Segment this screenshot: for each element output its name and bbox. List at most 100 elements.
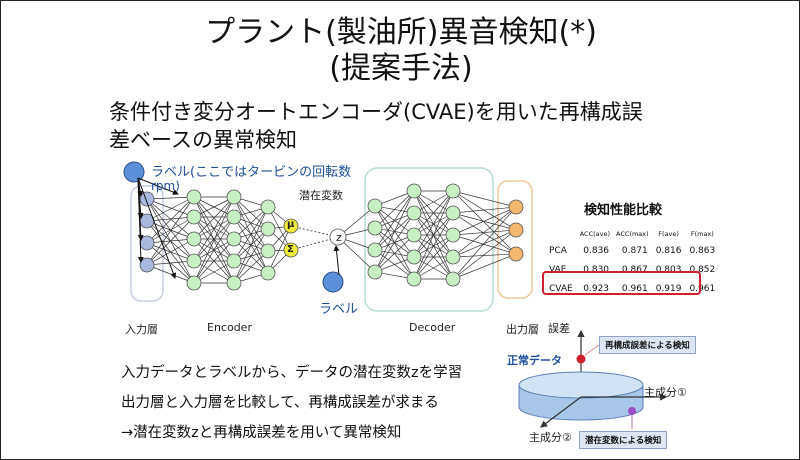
encoder-node bbox=[260, 265, 276, 281]
network-edge bbox=[146, 196, 195, 200]
network-edge bbox=[146, 260, 195, 266]
input-layer-label: 入力層 bbox=[125, 323, 158, 336]
network-edge bbox=[146, 216, 195, 244]
output-node bbox=[508, 199, 524, 215]
network-edge bbox=[452, 190, 517, 208]
z-node bbox=[329, 228, 347, 246]
network-edge bbox=[193, 196, 235, 240]
network-edge bbox=[413, 212, 454, 280]
latent-space-plot bbox=[518, 329, 668, 429]
network-edge bbox=[452, 206, 517, 258]
decoder-node bbox=[406, 205, 422, 221]
input-node bbox=[139, 257, 155, 273]
network-edge bbox=[452, 190, 517, 255]
label-arrow bbox=[137, 177, 177, 279]
explanation-line-3: →潜在変数zと再構成誤差を用いて異常検知 bbox=[121, 425, 402, 441]
label-arrow bbox=[137, 177, 179, 195]
table-cell: 0.961 bbox=[621, 283, 648, 294]
network-edge bbox=[146, 196, 195, 244]
network-edge bbox=[413, 190, 454, 280]
bullet-line-2: 差ベースの異常検知 bbox=[109, 128, 297, 152]
network-edge bbox=[413, 190, 454, 214]
latent-title: 潜在変数 bbox=[299, 189, 343, 202]
comparison-title: 検知性能比較 bbox=[584, 203, 663, 218]
network-edge bbox=[146, 216, 195, 266]
encoder-node bbox=[186, 253, 202, 269]
network-edge bbox=[267, 225, 292, 274]
label-node-top bbox=[123, 161, 145, 183]
output-node bbox=[508, 246, 524, 262]
network-edge bbox=[146, 196, 195, 222]
column-header: ACC(ave) bbox=[579, 230, 611, 238]
network-edge bbox=[233, 196, 269, 252]
label-top-line2: rpm) bbox=[151, 179, 180, 193]
column-header: ACC(max) bbox=[616, 230, 649, 238]
encoder-node bbox=[226, 209, 242, 225]
slide-subtitle: (提案手法) bbox=[329, 51, 473, 86]
table-cell: 0.830 bbox=[583, 264, 610, 275]
network-edge bbox=[233, 206, 269, 262]
encoder-node bbox=[260, 199, 276, 215]
comparison-table: ACC(ave) ACC(max) F(ave) F(max) PCA 0.83… bbox=[549, 227, 719, 298]
encoder-node bbox=[226, 231, 242, 247]
encoder-node bbox=[186, 275, 202, 291]
encoder-node bbox=[186, 189, 202, 205]
network-edge bbox=[452, 253, 517, 280]
sigma-symbol: Σ bbox=[287, 244, 294, 255]
decoder-label: Decoder bbox=[409, 321, 456, 334]
encoder-node bbox=[226, 189, 242, 205]
table-cell: 0.867 bbox=[621, 264, 648, 275]
network-edge bbox=[452, 229, 517, 236]
label-top-line1: ラベル(ここではタービンの回転数 bbox=[151, 165, 352, 180]
column-header: F(max) bbox=[690, 230, 714, 238]
network-edge bbox=[413, 190, 454, 258]
network-edge bbox=[233, 228, 269, 284]
normal-data-cylinder-top bbox=[518, 371, 644, 399]
pc2-axis bbox=[540, 396, 582, 428]
recon-error-detection-label: 再構成誤差による検知 bbox=[599, 336, 696, 354]
network-edge bbox=[374, 190, 415, 251]
network-edge bbox=[146, 196, 195, 266]
encoder-node bbox=[260, 243, 276, 259]
recon-error-anomaly-point bbox=[576, 354, 586, 364]
cvae-network-diagram bbox=[123, 161, 533, 312]
input-node bbox=[139, 235, 155, 251]
network-edge bbox=[233, 196, 269, 274]
table-cell: 0.852 bbox=[689, 264, 716, 275]
label-bottom: ラベル bbox=[319, 302, 359, 317]
encoder-node bbox=[186, 209, 202, 225]
slide-title: プラント(製油所)異音検知(*) bbox=[205, 15, 597, 50]
explanation-line-1: 入力データとラベルから、データの潜在変数zを学習 bbox=[121, 365, 463, 381]
bullet-line-1: 条件付き変分オートエンコーダ(CVAE)を用いた再構成誤 bbox=[109, 100, 643, 124]
decoder-node bbox=[406, 271, 422, 287]
network-edge bbox=[452, 190, 517, 231]
network-edge bbox=[452, 253, 517, 258]
network-edge bbox=[193, 196, 235, 262]
comparison-header-row: ACC(ave) ACC(max) F(ave) F(max) bbox=[549, 227, 719, 241]
table-cell: 0.871 bbox=[621, 245, 648, 256]
output-layer-box bbox=[497, 180, 533, 299]
encoder-node bbox=[186, 231, 202, 247]
network-edge bbox=[413, 190, 454, 236]
network-edge bbox=[413, 234, 454, 280]
network-edge bbox=[233, 196, 269, 230]
table-cell: 0.816 bbox=[655, 245, 682, 256]
latent-anomaly-point bbox=[628, 407, 636, 415]
decoder-node bbox=[367, 220, 383, 236]
method-name: CVAE bbox=[549, 283, 573, 294]
network-edge bbox=[374, 190, 415, 273]
method-name: PCA bbox=[549, 245, 567, 256]
z-symbol: z bbox=[336, 231, 342, 244]
sigma-node bbox=[283, 242, 299, 258]
decoder-node bbox=[445, 249, 461, 265]
network-edge bbox=[193, 216, 235, 284]
network-edge bbox=[374, 234, 415, 273]
network-edge bbox=[452, 206, 517, 214]
encoder-node bbox=[260, 221, 276, 237]
table-cell: 0.919 bbox=[655, 283, 682, 294]
column-header: F(ave) bbox=[658, 230, 679, 238]
column-header bbox=[549, 227, 577, 241]
network-edge bbox=[146, 216, 195, 222]
decoder-node bbox=[367, 198, 383, 214]
